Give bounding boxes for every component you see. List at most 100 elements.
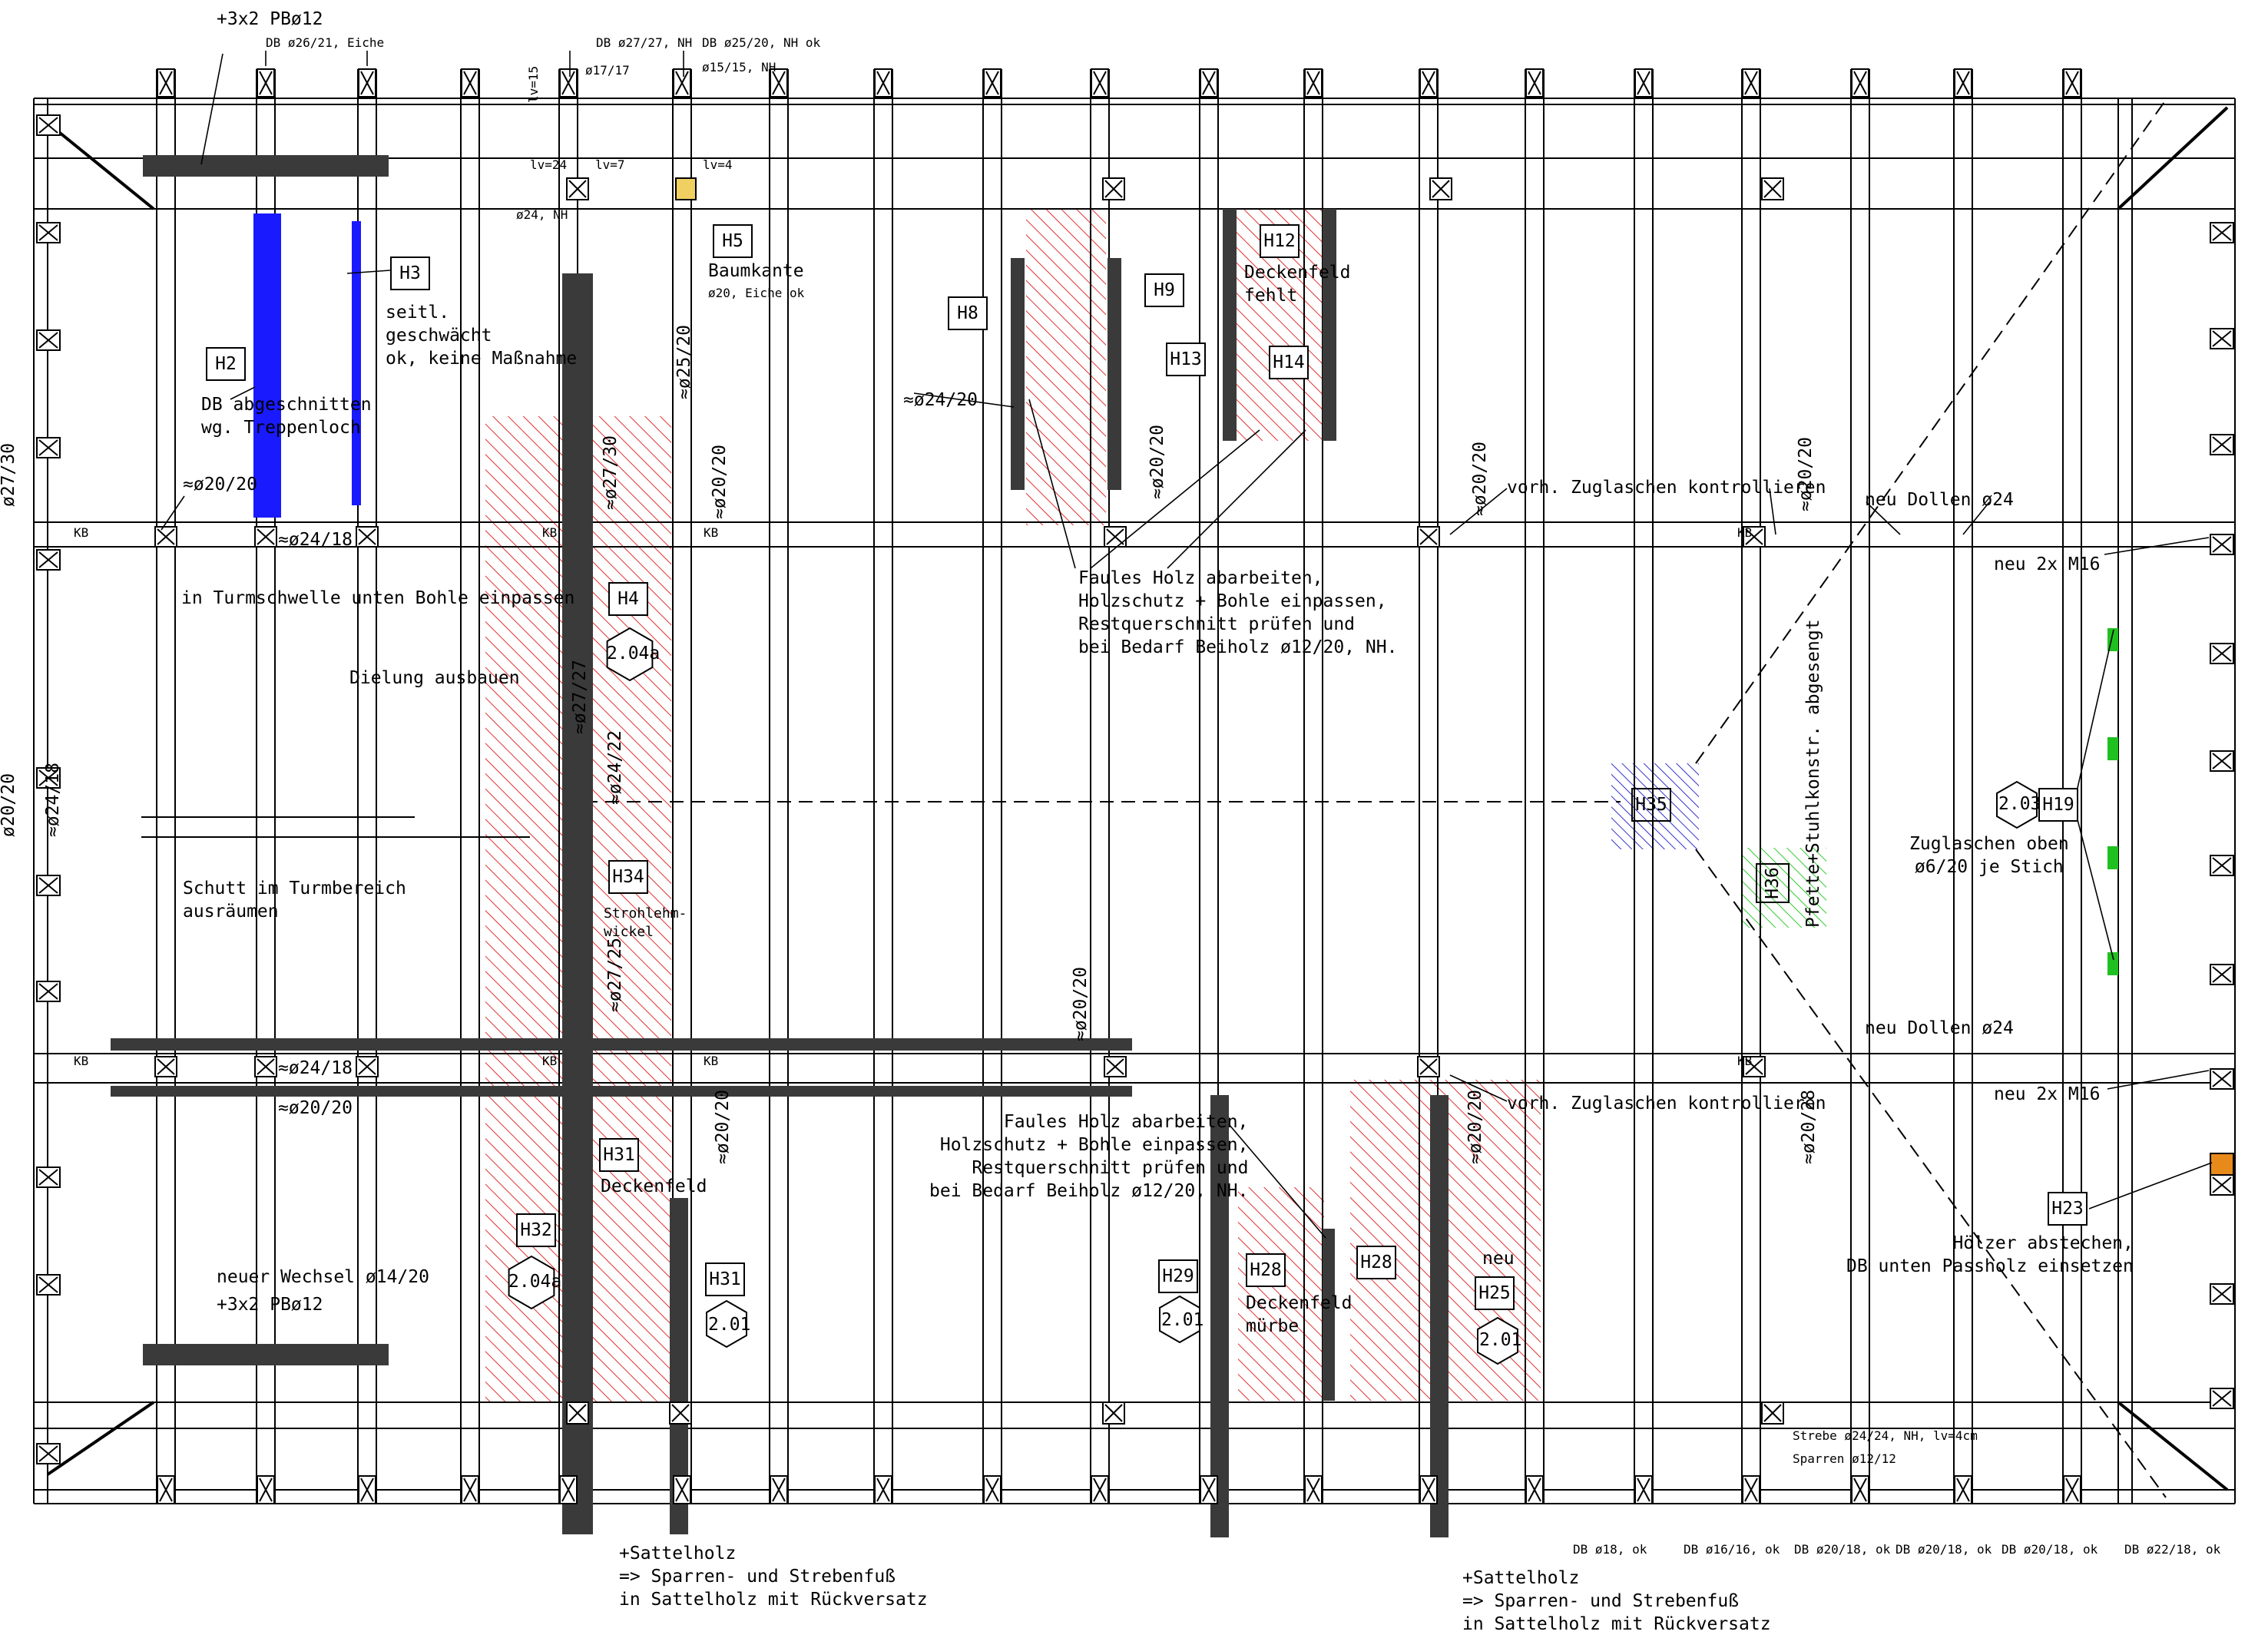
kb-label: KB (704, 1054, 719, 1068)
joint-symbol (1634, 68, 1653, 98)
note-lv7: lv=7 (595, 157, 625, 172)
note-db-2218: DB ø22/18, ok (2124, 1542, 2221, 1557)
joint-symbol (1091, 1475, 1109, 1504)
blue-marked-beam (352, 221, 361, 505)
note-sparren: Sparren ø12/12 (1793, 1451, 1896, 1466)
note-pfette: Pfette+Stuhlkonstr. abgesengt (1803, 619, 1823, 928)
hatch-area-h35 (1611, 763, 1699, 849)
joint-symbol (257, 1475, 275, 1504)
note-db-2018b: DB ø20/18, ok (1896, 1542, 1992, 1557)
reinforcement-beam (143, 1344, 389, 1365)
joint-symbols (36, 68, 2234, 1504)
reinforcement-beam (1223, 209, 1237, 441)
leader-line (1090, 429, 1260, 569)
joint-symbol (2210, 1068, 2234, 1090)
joint-symbol (1743, 526, 1766, 548)
kb-label: KB (74, 1054, 89, 1068)
joint-symbol (559, 1475, 578, 1504)
joint-symbol (874, 1475, 892, 1504)
leader-line (1962, 501, 1990, 535)
joint-symbol (983, 68, 1002, 98)
leader-lines (161, 51, 2213, 1239)
hex-2-01: 2.01 (1479, 1330, 1522, 1350)
note-db-abgeschnitten: DB abgeschnitten wg. Treppenloch (201, 395, 372, 438)
joint-symbol (2063, 68, 2081, 98)
note-dollen-2: neu Dollen ø24 (1865, 1018, 2014, 1038)
joint-symbol (2210, 855, 2234, 876)
joint-symbol (566, 1401, 589, 1425)
joint-symbol (1419, 1475, 1438, 1504)
leader-line (2104, 537, 2210, 555)
joint-symbol (1104, 1056, 1127, 1077)
note-neuer-wechsel: neuer Wechsel ø14/20 (217, 1267, 429, 1287)
note-d2020-b: ≈ø20/20 (278, 1098, 353, 1118)
joint-symbol (673, 68, 691, 98)
joint-symbol (2210, 434, 2234, 455)
note-m16-1: neu 2x M16 (1994, 554, 2101, 574)
rot-hatch-area (1238, 1187, 1324, 1401)
leader-line (1228, 1123, 1326, 1239)
joint-symbol (2210, 1388, 2234, 1409)
note-d2020-d: ≈ø20/20 (713, 1090, 733, 1164)
joint-symbol (1743, 1056, 1766, 1077)
joint-symbol (559, 68, 578, 98)
note-db-26: DB ø26/21, Eiche (266, 35, 385, 50)
rot-hatch-area (1026, 209, 1106, 525)
joint-symbol (1102, 177, 1125, 200)
joint-symbol (1761, 177, 1784, 200)
corner-brace (46, 1401, 155, 1476)
note-neu: neu (1482, 1249, 1515, 1269)
joint-symbol (154, 526, 177, 548)
joint-symbol (36, 767, 61, 789)
reinforcement-beam (1323, 1229, 1335, 1401)
note-deckenfeld-fehlt: Deckenfeld fehlt (1244, 263, 1351, 306)
note-strohlehm: Strohlehm- wickel (604, 905, 687, 940)
note-baumkante: Baumkante (708, 261, 804, 281)
note-d2020-h: ≈ø20/20 (1796, 437, 1816, 511)
hex-2-01: 2.01 (1161, 1310, 1204, 1330)
hex-2-04a: 2.04a (607, 644, 661, 664)
note-d2020-i: ≈ø20/20 (1465, 1090, 1485, 1164)
leader-line (2073, 804, 2114, 961)
joint-symbol (1102, 1401, 1125, 1425)
corner-brace (2117, 1401, 2229, 1491)
tag-h34: H34 (608, 860, 648, 894)
note-db-18: DB ø18, ok (1573, 1542, 1647, 1557)
note-zuglaschen-1: vorh. Zuglaschen kontrollieren (1507, 478, 1826, 498)
note-zuglaschen-2: vorh. Zuglaschen kontrollieren (1507, 1094, 1826, 1114)
note-db-16: DB ø16/16, ok (1684, 1542, 1780, 1557)
leader-line (1449, 1074, 1508, 1102)
leader-line (346, 270, 391, 274)
tag-h3: H3 (390, 256, 430, 290)
joint-symbol (1525, 68, 1544, 98)
joint-symbol (36, 549, 61, 571)
joint-symbol (36, 1167, 61, 1188)
joint-symbol (1851, 1475, 1869, 1504)
note-db-25: DB ø25/20, NH ok (702, 35, 821, 50)
leader-line (2107, 1070, 2210, 1090)
joint-symbol (1104, 526, 1127, 548)
joint-symbol (2210, 1174, 2234, 1196)
joint-symbol (257, 68, 275, 98)
note-d15: ø15/15, NH (702, 60, 776, 74)
kb-label: KB (74, 525, 89, 540)
note-d2422: ≈ø24/22 (605, 730, 625, 805)
note-hoelzer: Hölzer abstechen, DB unten Passholz eins… (1846, 1233, 2134, 1276)
leader-line (1167, 429, 1306, 569)
note-d2020-f: ≈ø20/20 (1071, 967, 1091, 1041)
reinforcement-beam (1108, 258, 1121, 490)
reinforcement-beam (1011, 258, 1025, 490)
leader-line (230, 386, 256, 400)
note-top-pb: +3x2 PBø12 (217, 9, 323, 29)
note-d2520: ≈ø25/20 (674, 325, 694, 399)
joint-symbol (36, 329, 61, 351)
note-lv4: lv=4 (703, 157, 733, 172)
note-zuglaschen-oben: Zuglaschen oben ø6/20 je Stich (1909, 834, 2069, 877)
joint-symbol (358, 68, 376, 98)
note-d2725: ≈ø27/25 (605, 938, 625, 1012)
tag-h36: H36 (1756, 863, 1790, 903)
green-marker (2107, 846, 2118, 869)
reinforcement-beam (1323, 209, 1336, 441)
